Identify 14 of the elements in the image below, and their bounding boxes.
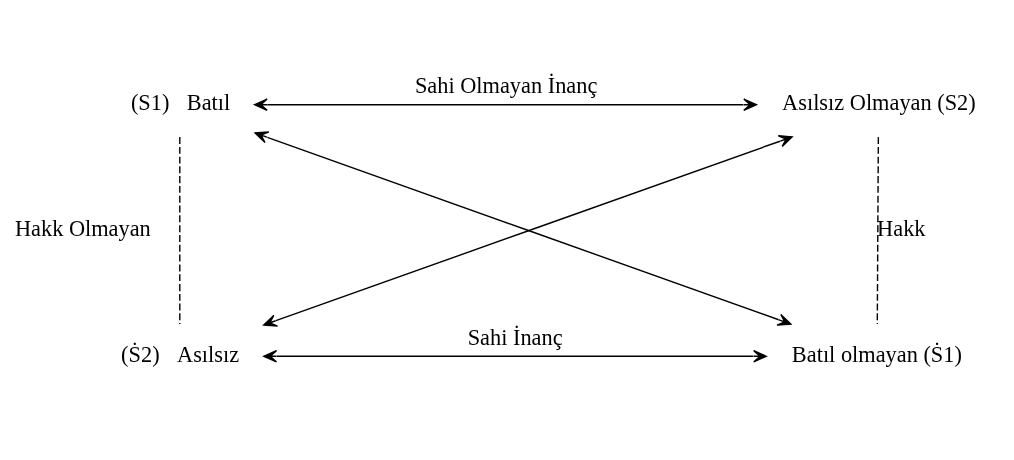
arrow [262,349,767,363]
arrow [253,97,757,111]
edge-label: Hakk Olmayan [14,215,151,241]
connector [178,135,180,325]
edge-label: Sahi Olmayan İnanç [414,72,597,98]
node-text: Batıl olmayan (Ṡ1) [791,341,962,367]
node-label: (Ṡ2) [120,341,160,367]
node-label: (S1) [130,89,169,115]
node-text: Asılsız Olmayan (S2) [781,89,976,115]
edge-label: Hakk [876,215,926,241]
connector [876,135,879,325]
node-text: Batıl [186,89,230,115]
edge-label: Sahi İnanç [467,324,563,350]
node-text: Asılsız [176,341,239,367]
